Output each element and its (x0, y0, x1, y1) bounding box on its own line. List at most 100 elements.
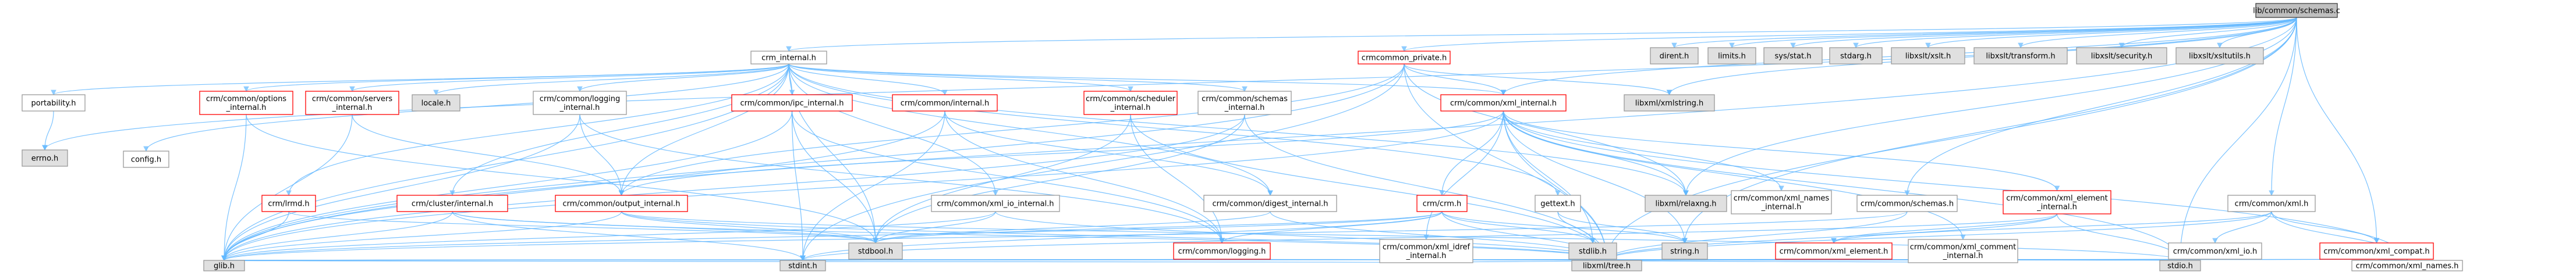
edge-xml_io_internal_h-to-stdbool_h (873, 211, 996, 244)
node-xml_names_h[interactable]: crm/common/xml_names.h (2351, 260, 2463, 271)
node-label-scheduler_internal_h-0: crm/common/scheduler (1086, 95, 1176, 103)
node-label-schemas_c-0: lib/common/schemas.c (2253, 7, 2340, 16)
node-xml_internal_h[interactable]: crm/common/xml_internal.h (1440, 94, 1567, 112)
node-ipc_internal_h[interactable]: crm/common/ipc_internal.h (731, 94, 853, 112)
node-cluster_internal_h[interactable]: crm/cluster/internal.h (396, 195, 508, 212)
node-locale_h[interactable]: locale.h (412, 94, 460, 112)
edge-schemas_c-to-xml_compat_h (2296, 17, 2380, 244)
node-box-xml_element_h (1775, 242, 1893, 260)
node-schemas_c[interactable]: lib/common/schemas.c (2253, 3, 2340, 18)
node-glib_h[interactable]: glib.h (203, 260, 245, 271)
node-crmcommon_private_h[interactable]: crmcommon_private.h (1358, 51, 1451, 65)
node-libxslt_security_h[interactable]: libxslt/security.h (2076, 47, 2167, 65)
edge-crm_internal_h-to-output_internal_h (618, 63, 789, 196)
node-label-errno_h-0: errno.h (31, 155, 59, 163)
node-libxslt_transform_h[interactable]: libxslt/transform.h (1973, 47, 2068, 65)
node-label-config_h-0: config.h (131, 156, 161, 164)
node-crm_h[interactable]: crm/crm.h (1416, 195, 1468, 212)
node-stdlib_h[interactable]: stdlib.h (1568, 242, 1617, 260)
node-options_internal_h[interactable]: crm/common/options_internal.h (199, 91, 293, 115)
edge-xml_internal_h-to-xml_comment_internal_h (1503, 110, 1966, 241)
node-label-libxslt_security_h-0: libxslt/security.h (2091, 52, 2152, 61)
node-label-xml_idref_internal_h-0: crm/common/xml_idref (1383, 243, 1471, 252)
edge-logging_internal_h-to-logging_h (579, 114, 1225, 244)
edge-xml_h-to-xml_element_h (1831, 211, 2272, 244)
node-internal_h[interactable]: crm/common/internal.h (892, 94, 998, 112)
node-sys_stat_h[interactable]: sys/stat.h (1763, 47, 1823, 65)
node-stdio_h[interactable]: stdio.h (2159, 260, 2201, 271)
edge-schemas_c-to-libxslt_xslt_h (1925, 17, 2297, 49)
edge-cluster_internal_h-to-glib_h (221, 211, 453, 262)
node-schemas_internal_h[interactable]: crm/common/schemas_internal.h (1197, 91, 1292, 115)
edge-crm_internal_h-to-servers_internal_h (349, 63, 789, 92)
node-servers_internal_h[interactable]: crm/common/servers_internal.h (305, 91, 399, 115)
node-xml_element_h[interactable]: crm/common/xml_element.h (1775, 242, 1893, 260)
node-label-digest_internal_h-0: crm/common/digest_internal.h (1212, 200, 1328, 209)
node-xml_io_h[interactable]: crm/common/xml_io.h (2168, 242, 2262, 260)
node-label-xml_idref_internal_h-1: _internal.h (1406, 252, 1447, 260)
node-lrmd_h[interactable]: crm/lrmd.h (261, 195, 316, 212)
node-label-portability_h-0: portability.h (31, 99, 76, 108)
node-label-libxml_relaxng_h-0: libxml/relaxng.h (1655, 200, 1716, 209)
node-stdbool_h[interactable]: stdbool.h (848, 242, 903, 260)
node-xml_names_internal_h[interactable]: crm/common/xml_names_internal.h (1731, 190, 1832, 214)
edge-crm_internal_h-to-schemas_internal_h (788, 63, 1248, 92)
node-libxml_tree_h[interactable]: libxml/tree.h (1571, 260, 1642, 271)
node-box-xml_names_h (2351, 260, 2463, 271)
node-xml_element_internal_h[interactable]: crm/common/xml_element_internal.h (2003, 190, 2111, 214)
node-gettext_h[interactable]: gettext.h (1535, 195, 1581, 212)
edge-xml_internal_h-to-xml_idref_internal_h (1423, 110, 1504, 241)
edge-schemas_c-to-stdarg_h (1853, 17, 2297, 49)
node-stdint_h[interactable]: stdint.h (779, 260, 826, 271)
node-limits_h[interactable]: limits.h (1707, 47, 1756, 65)
node-label-servers_internal_h-0: crm/common/servers (312, 95, 392, 103)
edge-schemas_c-to-schemas_h (1904, 17, 2297, 196)
node-label-xml_names_internal_h-0: crm/common/xml_names (1734, 194, 1830, 203)
node-box-dirent_h (1650, 47, 1699, 65)
node-errno_h[interactable]: errno.h (22, 149, 68, 167)
node-dirent_h[interactable]: dirent.h (1650, 47, 1699, 65)
node-label-xml_comment_internal_h-1: _internal.h (1943, 252, 1983, 260)
node-label-internal_h-0: crm/common/internal.h (901, 99, 990, 108)
node-label-xml_element_h-0: crm/common/xml_element.h (1780, 248, 1888, 256)
node-xml_idref_internal_h[interactable]: crm/common/xml_idref_internal.h (1379, 239, 1473, 263)
edge-output_internal_h-to-glib_h (221, 211, 622, 262)
node-libxslt_xslt_h[interactable]: libxslt/xslt.h (1891, 47, 1965, 65)
node-output_internal_h[interactable]: crm/common/output_internal.h (555, 195, 688, 212)
node-digest_internal_h[interactable]: crm/common/digest_internal.h (1203, 195, 1337, 212)
node-libxslt_xsltutils_h[interactable]: libxslt/xsltutils.h (2175, 47, 2264, 65)
node-label-logging_h-0: crm/common/logging.h (1178, 248, 1266, 256)
node-xml_compat_h[interactable]: crm/common/xml_compat.h (2319, 242, 2434, 260)
node-logging_h[interactable]: crm/common/logging.h (1173, 242, 1271, 260)
node-label-schemas_internal_h-1: _internal.h (1224, 103, 1265, 112)
node-schemas_h[interactable]: crm/common/schemas.h (1856, 195, 1958, 212)
node-portability_h[interactable]: portability.h (22, 94, 86, 112)
node-box-xml_internal_h (1440, 94, 1567, 112)
node-libxml_xmlstring_h[interactable]: libxml/xmlstring.h (1624, 94, 1715, 112)
node-xml_comment_internal_h[interactable]: crm/common/xml_comment_internal.h (1908, 239, 2018, 263)
edge-crm_internal_h-to-gettext_h (788, 63, 1561, 196)
node-label-libxslt_xslt_h-0: libxslt/xslt.h (1905, 52, 1951, 61)
node-label-stdlib_h-0: stdlib.h (1579, 248, 1607, 256)
node-xml_io_internal_h[interactable]: crm/common/xml_io_internal.h (931, 195, 1060, 212)
node-label-locale_h-0: locale.h (421, 99, 451, 108)
node-logging_internal_h[interactable]: crm/common/logging_internal.h (533, 91, 627, 115)
node-string_h[interactable]: string.h (1661, 242, 1708, 260)
edge-internal_h-to-digest_internal_h (944, 110, 1273, 196)
node-box-schemas_c (2255, 3, 2338, 18)
edge-options_internal_h-to-glib_h (221, 114, 247, 262)
edge-ipc_internal_h-to-glib_h (221, 110, 793, 262)
node-crm_internal_h[interactable]: crm_internal.h (750, 51, 827, 65)
node-box-stdint_h (779, 260, 826, 271)
node-label-libxslt_transform_h-0: libxslt/transform.h (1986, 52, 2055, 61)
node-label-xml_names_internal_h-1: _internal.h (1761, 203, 1802, 212)
node-xml_h[interactable]: crm/common/xml.h (2227, 195, 2316, 212)
node-config_h[interactable]: config.h (123, 151, 169, 168)
node-scheduler_internal_h[interactable]: crm/common/scheduler_internal.h (1083, 91, 1178, 115)
node-stdarg_h[interactable]: stdarg.h (1829, 47, 1883, 65)
edge-crmcommon_private_h-to-glib_h (221, 63, 1405, 262)
node-libxml_relaxng_h[interactable]: libxml/relaxng.h (1645, 195, 1727, 212)
node-box-limits_h (1707, 47, 1756, 65)
edge-internal_h-to-logging_h (944, 110, 1225, 244)
